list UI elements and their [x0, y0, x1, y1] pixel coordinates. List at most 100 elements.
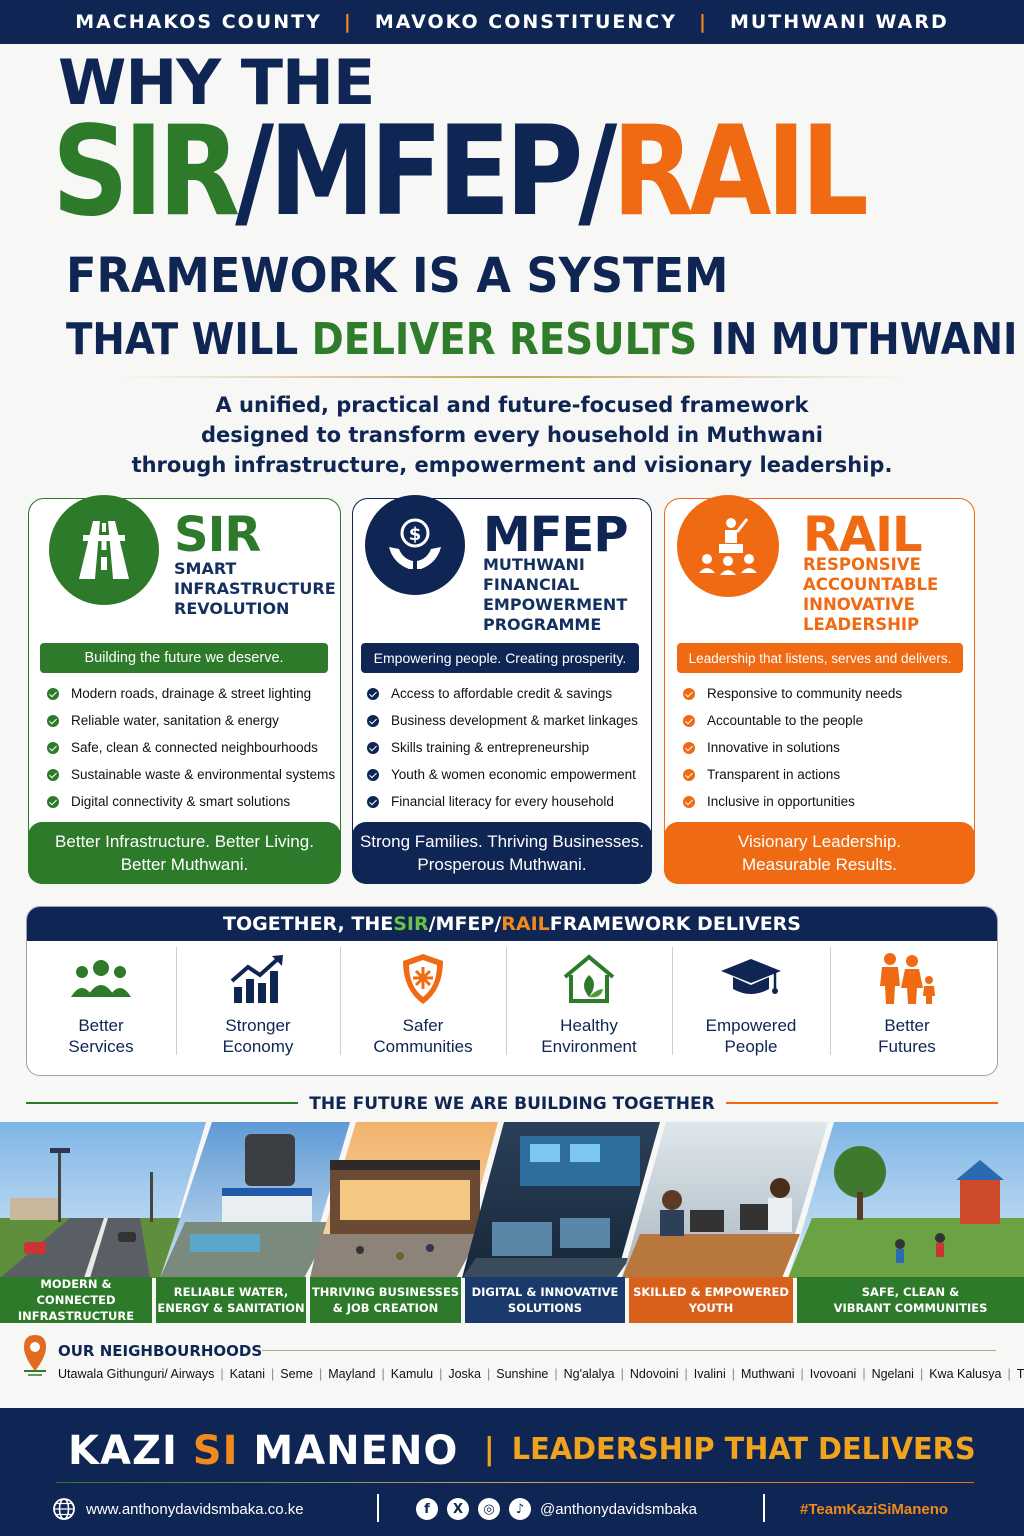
subtitle-line: ACCOUNTABLE	[803, 575, 939, 594]
rail-title: RAIL	[803, 507, 923, 563]
caption-line: YOUTH	[688, 1301, 734, 1315]
website-link[interactable]: www.anthonydavidsmbaka.co.ke	[52, 1496, 304, 1522]
headline-highlight: DELIVER RESULTS	[311, 314, 698, 365]
check-icon	[47, 714, 59, 727]
divider	[56, 1482, 974, 1483]
divider	[763, 1494, 765, 1522]
neighbourhood-item: Utawala Githunguri/ Airways	[58, 1367, 215, 1381]
hashtag[interactable]: #TeamKaziSiManeno	[800, 1500, 949, 1518]
caption-line: MODERN & CONNECTED	[36, 1277, 116, 1307]
title-part: TOGETHER, THE	[223, 913, 394, 935]
item-text: Financial literacy for every household	[391, 794, 614, 809]
caption-line: ENERGY & SANITATION	[157, 1301, 305, 1315]
divider	[830, 947, 831, 1055]
mfep-tagline: Empowering people. Creating prosperity.	[361, 643, 639, 673]
divider	[26, 1102, 298, 1104]
neighbourhood-item: Ivovoani	[809, 1367, 857, 1381]
item-text: Innovative in solutions	[707, 740, 840, 755]
subtitle-line: REVOLUTION	[174, 599, 290, 618]
check-icon	[367, 714, 379, 727]
headline-framework-names: SIR/MFEP/RAIL	[52, 110, 869, 234]
people-group-icon	[69, 949, 133, 1009]
list-item: Youth & women economic empowerment	[367, 761, 638, 788]
subtitle-line: PROGRAMME	[483, 615, 602, 634]
caption-line: & JOB CREATION	[332, 1301, 439, 1315]
constituency-label: MAVOKO CONSTITUENCY	[374, 11, 677, 33]
subtitle-line: LEADERSHIP	[803, 615, 920, 634]
item-text: Access to affordable credit & savings	[391, 686, 613, 701]
separator: |	[699, 11, 708, 33]
item-text: Skills training & entrepreneurship	[391, 740, 590, 755]
list-item: Sustainable waste & environmental system…	[47, 761, 335, 788]
neighbourhood-item: Katani	[229, 1367, 266, 1381]
neighbourhoods-title: OUR NEIGHBOURHOODS	[58, 1342, 263, 1360]
mfep-title: MFEP	[483, 507, 629, 563]
headline-slash: /	[235, 100, 274, 244]
family-icon	[877, 949, 937, 1009]
slogan-part: KAZI	[68, 1428, 193, 1474]
intro-line: through infrastructure, empowerment and …	[131, 453, 893, 477]
divider	[120, 376, 904, 378]
caption-line: DIGITAL & INNOVATIVE	[471, 1285, 619, 1299]
sir-list: Modern roads, drainage & street lighting…	[47, 680, 335, 815]
growth-chart-icon	[228, 949, 288, 1009]
future-photo-strip	[0, 1122, 1024, 1278]
shield-icon	[400, 949, 446, 1009]
tiktok-icon[interactable]: ♪	[509, 1498, 531, 1520]
neighbourhood-item: Ndovoini	[629, 1367, 679, 1381]
label-line: Environment	[541, 1037, 637, 1056]
x-twitter-icon[interactable]: X	[447, 1498, 469, 1520]
label-line: Stronger	[225, 1016, 291, 1035]
sir-footer: Better Infrastructure. Better Living. Be…	[28, 822, 341, 884]
mfep-list: Access to affordable credit & savings Bu…	[367, 680, 638, 815]
globe-icon	[53, 1498, 75, 1520]
headline-framework-system: FRAMEWORK IS A SYSTEM	[66, 248, 729, 304]
separator: |	[731, 1367, 735, 1381]
item-text: Responsive to community needs	[707, 686, 903, 701]
social-handle[interactable]: f X ◎ ♪ @anthonydavidsmbaka	[416, 1496, 697, 1522]
separator: |	[318, 1367, 323, 1381]
check-icon	[47, 687, 59, 700]
facebook-icon[interactable]: f	[416, 1498, 438, 1520]
item-text: Inclusive in opportunities	[707, 794, 855, 809]
list-item: Responsive to community needs	[683, 680, 902, 707]
caption-line: INFRASTRUCTURE	[17, 1309, 135, 1323]
list-item: Transparent in actions	[683, 761, 902, 788]
separator: |	[220, 1367, 224, 1381]
check-icon	[683, 714, 695, 727]
subtitle-line: FINANCIAL	[483, 575, 580, 594]
footer-line: Better Muthwani.	[120, 855, 249, 874]
road-infrastructure-photo	[0, 1122, 206, 1278]
neighbourhood-item: Ngelani	[871, 1367, 914, 1381]
footer-tagline: |LEADERSHIP THAT DELIVERS	[484, 1432, 976, 1467]
graduation-cap-icon	[719, 949, 783, 1009]
headline-why: WHY THE	[58, 46, 375, 119]
rail-list: Responsive to community needs Accountabl…	[683, 680, 902, 815]
label-line: Empowered	[705, 1016, 797, 1035]
instagram-icon[interactable]: ◎	[478, 1498, 500, 1520]
check-icon	[47, 741, 59, 754]
check-icon	[367, 768, 379, 781]
list-item: Inclusive in opportunities	[683, 788, 902, 815]
neighbourhood-item: Ivalini	[693, 1367, 726, 1381]
item-text: Safe, clean & connected neighbourhoods	[71, 740, 318, 755]
label-line: Better	[78, 1016, 124, 1035]
footer-line: Visionary Leadership.	[737, 832, 902, 851]
list-item: Innovative in solutions	[683, 734, 902, 761]
check-icon	[683, 687, 695, 700]
label-line: Safer	[402, 1016, 444, 1035]
list-item: Financial literacy for every household	[367, 788, 638, 815]
divider	[176, 947, 177, 1055]
intro-line: A unified, practical and future-focused …	[215, 393, 809, 417]
separator: |	[620, 1367, 624, 1381]
title-part: /MFEP/	[428, 913, 502, 935]
neighbourhood-item: Mayland	[328, 1367, 376, 1381]
mfep-footer: Strong Families. Thriving Businesses. Pr…	[352, 822, 652, 884]
neighbourhood-item: Thwake	[1016, 1367, 1024, 1381]
svg-text:$: $	[409, 524, 422, 545]
